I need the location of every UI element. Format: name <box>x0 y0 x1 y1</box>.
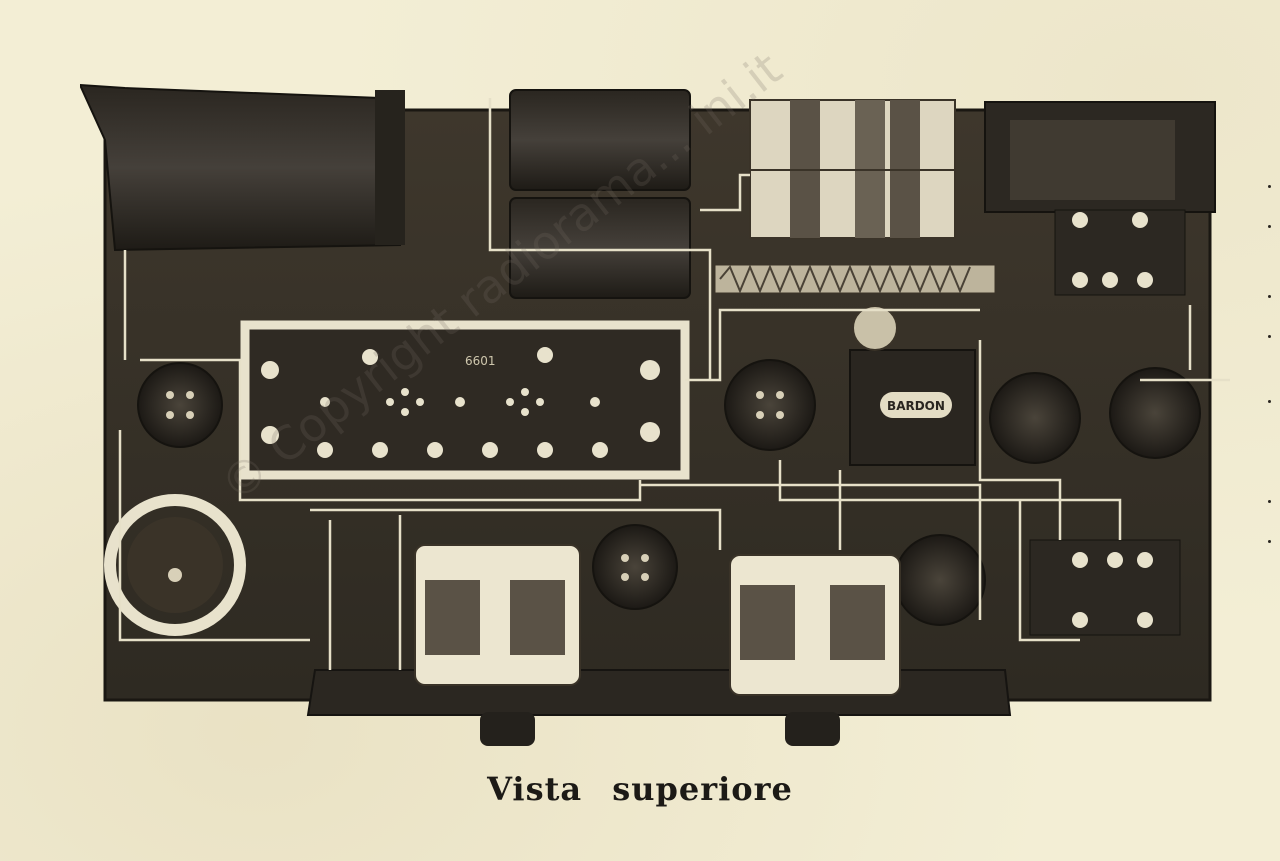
capacitor-block <box>749 99 956 239</box>
chassis-illustration: 6601 BARDON <box>80 83 1230 746</box>
choke-top <box>509 89 691 191</box>
board-marking: 6601 <box>465 354 496 368</box>
panel-terminals <box>261 347 660 458</box>
wiring <box>118 98 1230 670</box>
power-transformer <box>80 83 401 252</box>
knob-left <box>480 712 535 746</box>
terminal-panel <box>240 320 690 480</box>
tuning-coil <box>104 494 246 636</box>
transformer-bracket <box>375 90 405 245</box>
knob-small <box>852 305 898 351</box>
choke-bottom <box>509 197 691 299</box>
terminal-strip-lower <box>1029 539 1181 636</box>
knob-right <box>785 712 840 746</box>
tuning-capacitor <box>414 544 581 686</box>
figure-caption: Vista superiore <box>487 770 793 808</box>
tuning-capacitor <box>729 554 901 696</box>
bardon-nameplate: BARDON <box>887 399 945 413</box>
front-panel <box>306 669 1012 716</box>
chassis-photo: 6601 BARDON <box>80 80 1230 760</box>
tube-socket <box>137 359 1201 626</box>
